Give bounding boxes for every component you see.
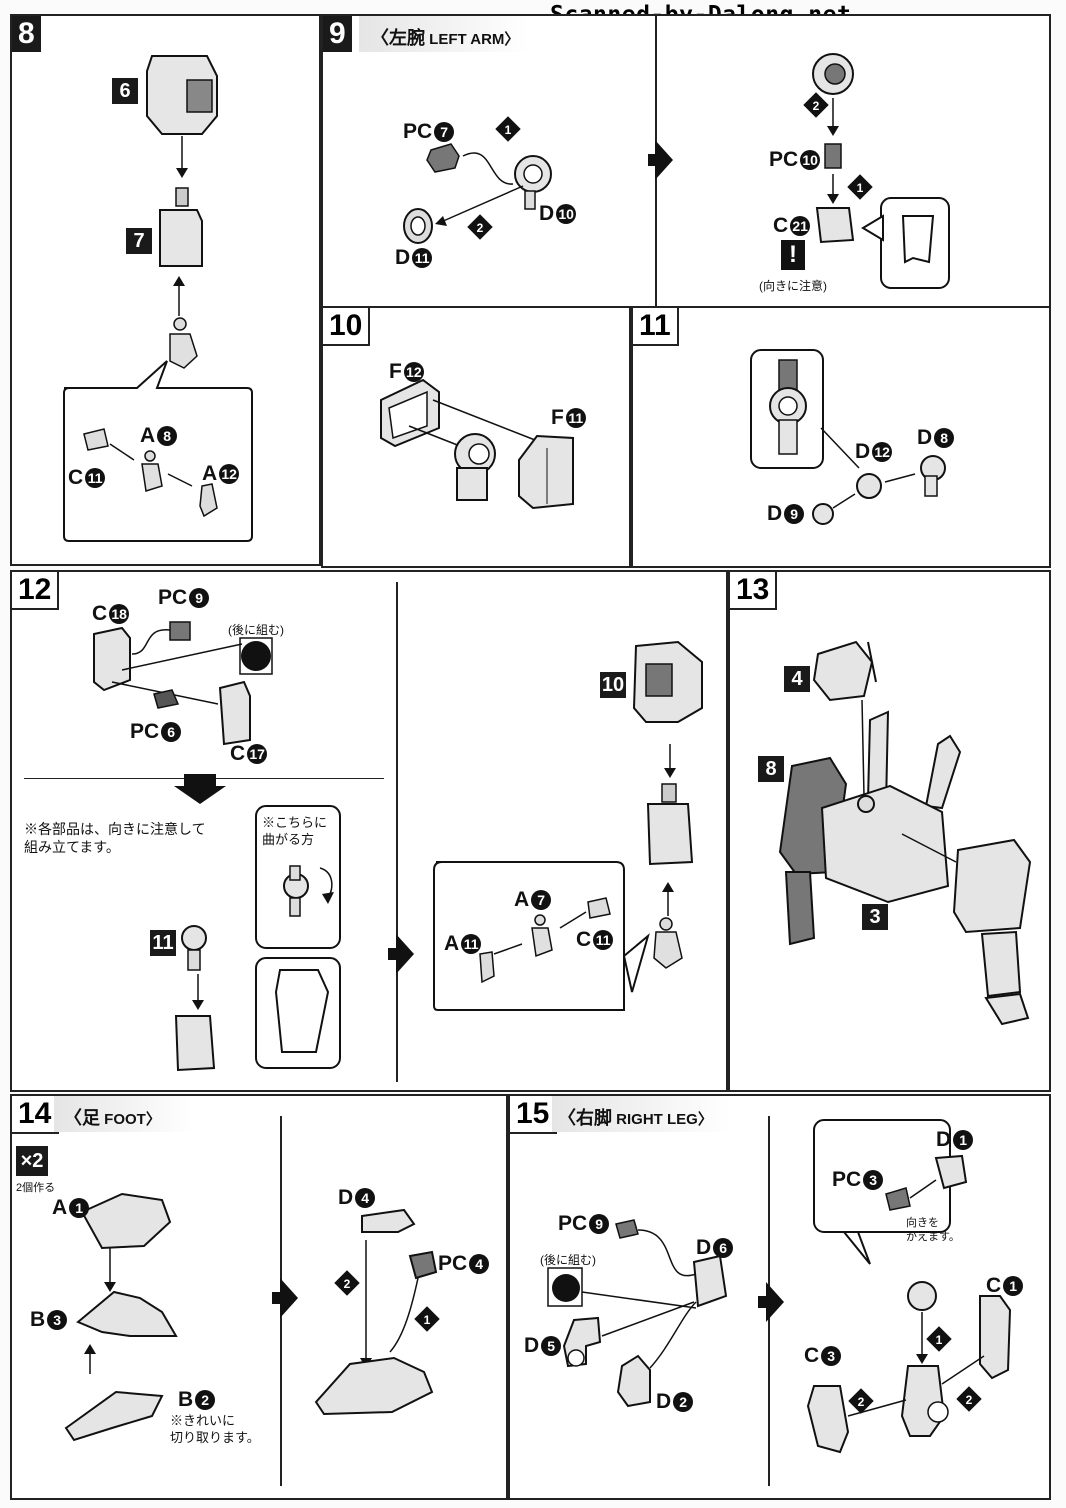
step-15-diagram: 2 2 1 — [547, 1119, 1012, 1454]
step-9-panel: 9 〈左腕 LEFT ARM〉 — [321, 14, 1051, 308]
part-box-4: 4 — [784, 666, 810, 692]
flip-orientation-note: 向きをかえます。 — [906, 1217, 960, 1243]
step-8-diagram — [63, 55, 253, 542]
step-9-diagram — [403, 53, 950, 289]
step-14-diagram — [64, 1192, 438, 1442]
bend-direction-note: ※こちらに曲がる方 — [262, 815, 328, 847]
step-title-bar — [54, 1096, 194, 1132]
caution-note: (向きに注意) — [759, 279, 827, 293]
assemble-later-note: (後に組む) — [540, 1253, 596, 1267]
part-box-3: 3 — [862, 904, 888, 930]
part-box-8: 8 — [758, 756, 784, 782]
make-two-note: 2個作る — [16, 1182, 56, 1194]
step-12-panel: 12 — [10, 570, 728, 1092]
step-number: 13 — [730, 572, 778, 610]
svg-text:2: 2 — [344, 1277, 351, 1291]
svg-text:1: 1 — [505, 123, 512, 137]
part-box-6: 6 — [112, 78, 138, 104]
cut-cleanly-note: ※きれいに切り取ります。 — [170, 1413, 260, 1445]
svg-text:2: 2 — [858, 1395, 865, 1409]
step-number: 11 — [633, 308, 679, 346]
svg-text:2: 2 — [966, 1393, 973, 1407]
quantity-badge: ×2 — [16, 1146, 48, 1176]
part-box-10: 10 — [600, 672, 626, 698]
step-number: 15 — [510, 1096, 558, 1134]
step-12-diagram — [93, 621, 703, 1072]
caution-icon: ! — [781, 240, 805, 270]
step-number: 12 — [12, 572, 60, 610]
step-title-bar — [359, 16, 529, 52]
step-10-diagram — [380, 378, 574, 510]
step-13-panel: 13 4 8 3 — [728, 570, 1051, 1092]
part-box-7: 7 — [126, 228, 152, 254]
svg-text:1: 1 — [936, 1333, 943, 1347]
svg-text:2: 2 — [477, 221, 484, 235]
assemble-later-note: (後に組む) — [228, 623, 284, 637]
step-title-bar — [552, 1096, 732, 1132]
step-15-panel: 15 〈右脚 RIGHT LEG〉 — [508, 1094, 1051, 1500]
step-title: 〈左腕 LEFT ARM〉 — [371, 28, 520, 48]
step-title: 〈足 FOOT〉 — [64, 1108, 161, 1128]
svg-text:1: 1 — [424, 1313, 431, 1327]
step-11-diagram — [750, 349, 946, 525]
step-number: 10 — [323, 308, 371, 346]
step-title: 〈右脚 RIGHT LEG〉 — [558, 1108, 713, 1128]
order-markers: 2 1 — [334, 1270, 440, 1332]
step-divider — [396, 582, 398, 1082]
part-box-11: 11 — [150, 930, 176, 956]
orientation-note: ※各部品は、向きに注意して組み立てます。 — [24, 821, 206, 855]
svg-text:1: 1 — [857, 181, 864, 195]
order-markers: 1 2 2 1 — [467, 92, 873, 240]
step-13-diagram — [778, 640, 1032, 1026]
step-number: 8 — [12, 16, 41, 52]
step-number: 9 — [323, 16, 352, 52]
svg-text:2: 2 — [813, 99, 820, 113]
